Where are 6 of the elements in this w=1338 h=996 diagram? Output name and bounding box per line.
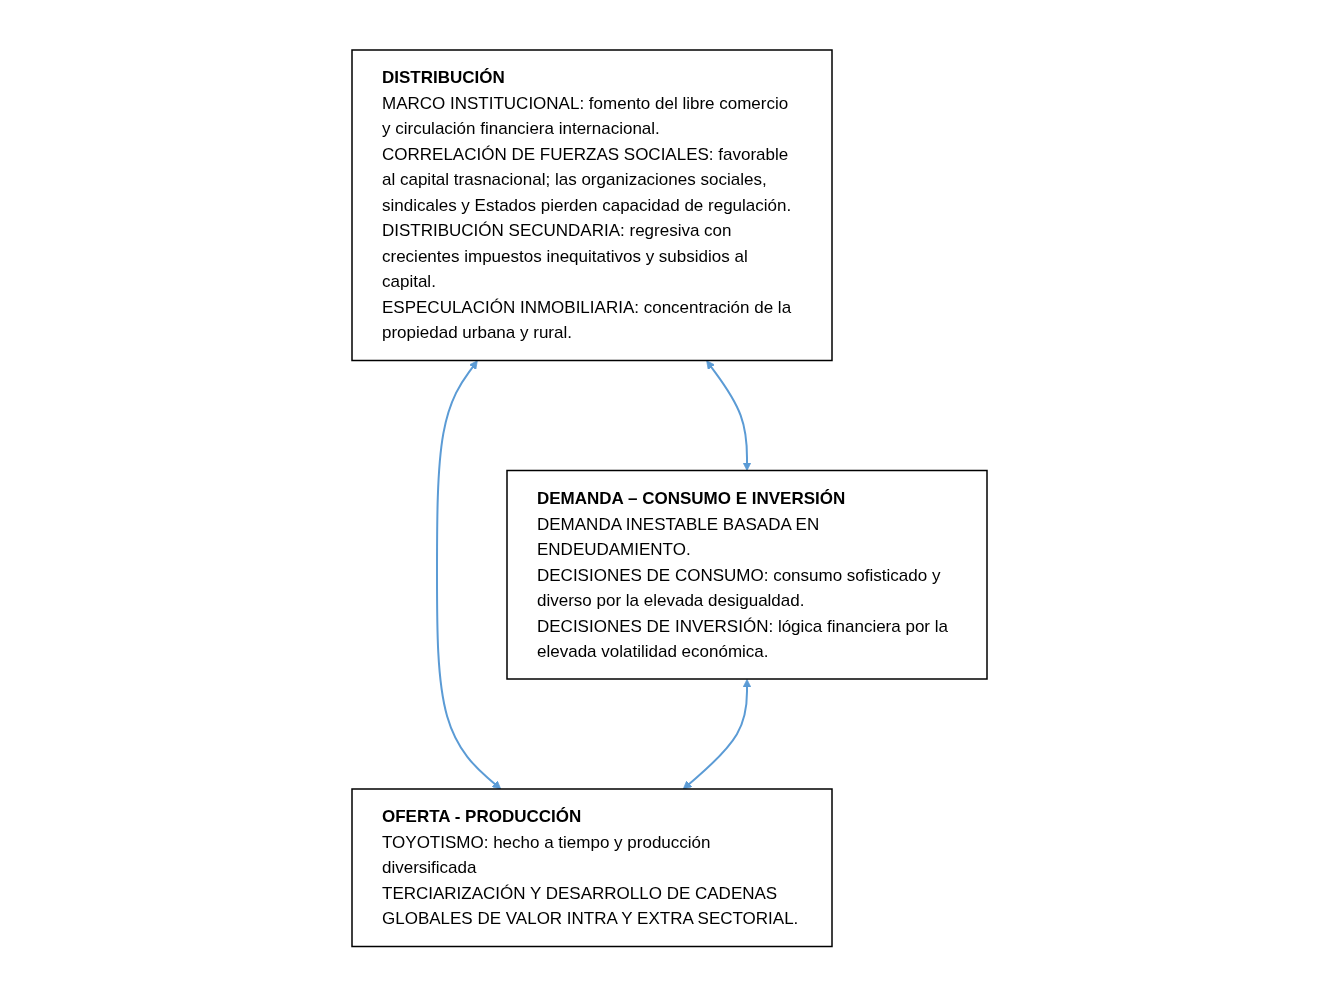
node-box: DISTRIBUCIÓN MARCO INSTITUCIONAL: fomento del libre comercio y circulación financiera internacional. CORRELACIÓN DE FUERZAS SOCIALES: favorable al capital trasnacional; las organizaciones sociales, sindicales y Estados pierden capacidad de regulación. DISTRIBUCIÓN SECUNDARIA: regresiva con crecientes impuestos inequitativos y subsidios al capital. ESPECULACIÓN INMOBILIARIA: concentración de la propiedad urbana y rural. bbox=[350, 49, 833, 361]
node-box: OFERTA - PRODUCCIÓN TOYOTISMO: hecho a tiempo y producción diversificada TERCIARIZACIÓN Y DESARROLLO DE CADENAS GLOBALES DE VALOR INTRA Y EXTRA SECTORIAL. bbox=[350, 788, 833, 947]
node-box: DEMANDA – CONSUMO E INVERSIÓN DEMANDA INESTABLE BASADA EN ENDEUDAMIENTO. DECISIONES DE CONSUMO: consumo sofisticado y diverso por la elevada desigualdad. DECISIONES DE INVERSIÓN: lógica financiera por la elevada volatilidad económica. bbox=[505, 469, 988, 680]
arrow bbox=[705, 360, 751, 471]
arrow bbox=[435, 360, 501, 790]
arrow bbox=[682, 678, 751, 790]
